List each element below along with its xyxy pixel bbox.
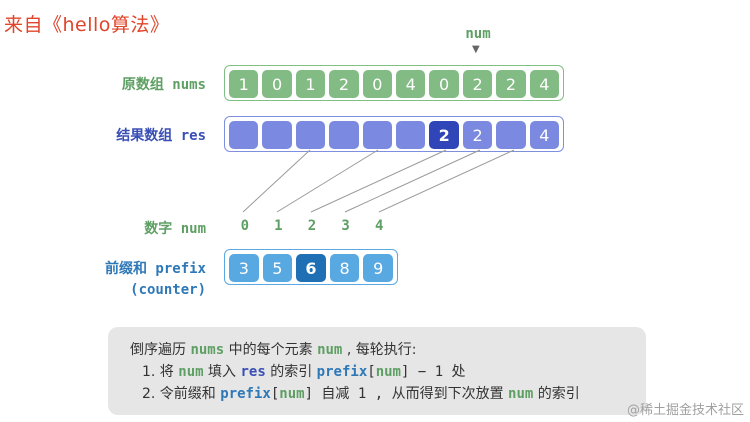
res-cell [362,121,393,149]
nums-cell: 2 [462,70,493,98]
note-text: 的索引 [270,364,313,380]
connector-line [310,149,447,213]
connector-line [344,149,481,213]
res-cell [329,121,359,149]
digit-value: 0 [240,218,250,234]
res-cell [262,121,292,149]
digit-value: 2 [307,218,317,234]
nums-cell: 0 [362,70,393,98]
note-keyword: num [279,386,305,402]
nums-cell: 1 [229,70,259,98]
note-text: ] − 1 处 [400,364,466,380]
explanation-box: 倒序遍历 nums 中的每个元素 num , 每轮执行: 1. 将 num 填入… [108,327,646,415]
prefix-cell-highlighted: 6 [296,254,326,282]
nums-cell: 0 [429,70,459,98]
note-keyword: prefix [220,386,271,402]
digit-value: 1 [274,218,283,234]
note-text: 填入 [208,364,237,380]
nums-cell: 2 [496,70,526,98]
note-text: 中的每个元素 [228,342,313,358]
note-keyword: nums [190,342,225,358]
note-line-3: 2. 令前缀和 prefix[num] 自减 1 , 从而得到下次放置 num … [130,383,646,405]
connector-line [242,149,311,213]
note-keyword: num [375,364,401,380]
res-cell-highlighted: 2 [429,121,459,149]
note-text: 1. 将 [142,364,174,380]
note-line-1: 倒序遍历 nums 中的每个元素 num , 每轮执行: [130,339,646,361]
source-label: 来自《hello算法》 [4,14,170,36]
digit-row: 0 1 2 3 4 [228,218,396,234]
prefix-cell: 8 [329,254,360,282]
prefix-cell: 3 [229,254,259,282]
res-label: 结果数组 res [116,128,206,144]
nums-label: 原数组 nums [121,77,206,93]
connector-line [276,149,379,213]
note-keyword: num [178,364,204,380]
watermark: @稀土掘金技术社区 [626,403,744,418]
prefix-sublabel: (counter) [130,282,206,298]
note-text: [ [270,386,280,402]
prefix-array: 3 5 6 8 9 [224,249,398,285]
note-text: , 每轮执行: [346,342,417,358]
res-cell [295,121,326,149]
prefix-label: 前缀和 prefix [104,261,206,277]
nums-cell: 4 [529,70,560,98]
res-cell [229,121,259,149]
res-array: 2 2 4 [224,116,564,152]
note-text: 倒序遍历 [130,342,186,358]
note-keyword: prefix [316,364,368,380]
note-keyword: num [317,342,343,358]
digit-label: 数字 num [144,221,206,237]
note-keyword: res [240,364,266,380]
res-cell: 4 [529,121,560,149]
note-text: [ [367,364,376,380]
pointer-arrow-icon: ▼ [472,44,480,55]
res-cell [396,121,426,149]
res-cell: 2 [462,121,493,149]
prefix-cell: 5 [262,254,293,282]
digit-value: 3 [341,218,350,234]
pointer-label: num [465,26,491,42]
note-text: 的索引 [537,386,580,402]
res-cell [496,121,526,149]
note-keyword: num [508,386,534,402]
connector-line [378,149,515,213]
nums-cell: 2 [329,70,359,98]
digit-value: 4 [374,218,384,234]
note-text: ] 自减 1 , 从而得到下次放置 [304,386,504,402]
nums-cell: 1 [295,70,326,98]
prefix-cell: 9 [363,254,393,282]
note-line-2: 1. 将 num 填入 res 的索引 prefix[num] − 1 处 [130,361,646,383]
note-text: 2. 令前缀和 [142,386,216,402]
nums-cell: 4 [396,70,426,98]
nums-array: 1 0 1 2 0 4 0 2 2 4 [224,65,564,101]
nums-cell: 0 [262,70,292,98]
